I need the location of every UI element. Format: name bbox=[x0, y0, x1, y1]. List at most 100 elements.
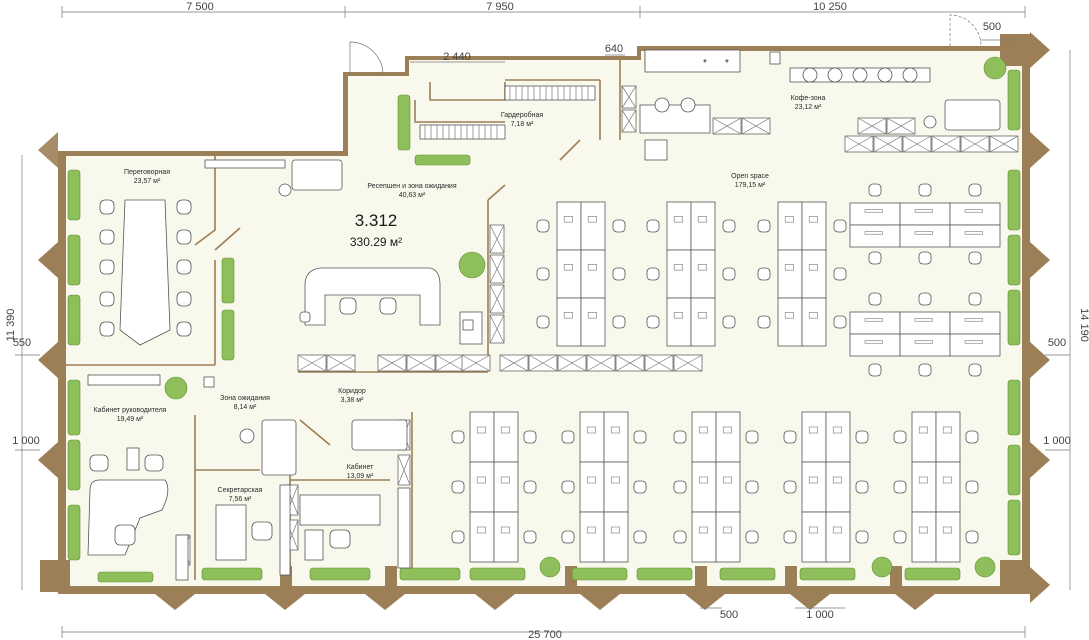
monitor bbox=[864, 318, 883, 322]
office-chair bbox=[536, 219, 550, 233]
office-chair bbox=[745, 480, 759, 494]
desk bbox=[579, 411, 605, 463]
dim-top-3: 10 250 bbox=[813, 1, 847, 13]
office-chair bbox=[523, 430, 537, 444]
office-chair bbox=[968, 292, 982, 306]
monitor bbox=[476, 476, 486, 484]
monitor bbox=[964, 209, 983, 213]
monitor bbox=[914, 340, 933, 344]
monitor bbox=[610, 426, 620, 434]
desk bbox=[849, 202, 901, 226]
office-chair bbox=[833, 219, 847, 233]
open-space-name: Open space bbox=[731, 173, 769, 180]
office-chair bbox=[968, 183, 982, 197]
desk bbox=[469, 461, 495, 513]
desk bbox=[801, 249, 827, 299]
office-chair bbox=[633, 480, 647, 494]
desk bbox=[777, 297, 803, 347]
office-chair bbox=[868, 292, 882, 306]
cabinet-cross bbox=[397, 454, 411, 486]
desk bbox=[899, 311, 951, 335]
cabinet-cross bbox=[297, 354, 327, 372]
cabinet-cross bbox=[621, 109, 637, 133]
desk bbox=[603, 511, 629, 563]
cabinet-cross bbox=[857, 117, 887, 135]
monitor bbox=[587, 312, 597, 319]
monitor bbox=[942, 476, 952, 484]
desk bbox=[777, 249, 803, 299]
cabinet-cross bbox=[931, 135, 961, 153]
monitor bbox=[586, 476, 596, 484]
desk bbox=[580, 297, 606, 347]
desk bbox=[690, 297, 716, 347]
secretary-name: Секретарская bbox=[218, 487, 263, 494]
monitor bbox=[918, 526, 928, 534]
monitor bbox=[673, 264, 683, 271]
cabinet-cross bbox=[902, 135, 932, 153]
cabinet-cross bbox=[489, 314, 505, 344]
desk bbox=[469, 511, 495, 563]
desk bbox=[899, 224, 951, 248]
office-chair bbox=[673, 430, 687, 444]
office-chair bbox=[451, 480, 465, 494]
desk bbox=[935, 461, 961, 513]
office-chair bbox=[918, 183, 932, 197]
office-chair bbox=[783, 430, 797, 444]
monitor bbox=[784, 264, 794, 271]
monitor bbox=[586, 426, 596, 434]
office-chair bbox=[745, 530, 759, 544]
desk bbox=[899, 202, 951, 226]
desk bbox=[691, 411, 717, 463]
monitor bbox=[610, 526, 620, 534]
desk bbox=[691, 461, 717, 513]
exterior-walls bbox=[40, 34, 1030, 594]
office-chair bbox=[868, 183, 882, 197]
monitor bbox=[587, 264, 597, 271]
office-chair bbox=[451, 430, 465, 444]
desk bbox=[603, 461, 629, 513]
cabinet-cross bbox=[712, 117, 742, 135]
desk bbox=[715, 461, 741, 513]
desk bbox=[801, 461, 827, 513]
monitor bbox=[563, 312, 573, 319]
cabinet-cross bbox=[528, 354, 558, 372]
desk bbox=[949, 202, 1001, 226]
open-space-desks bbox=[451, 183, 1001, 563]
dim-right-pier: 1 000 bbox=[1043, 435, 1071, 447]
cabinet-cross bbox=[586, 354, 616, 372]
monitor bbox=[500, 426, 510, 434]
office-chair bbox=[968, 251, 982, 265]
office-chair bbox=[965, 480, 979, 494]
desk bbox=[579, 461, 605, 513]
cabinet-area: 13,09 м² bbox=[347, 473, 374, 480]
dim-bottom-total: 25 700 bbox=[528, 629, 562, 640]
desk bbox=[949, 311, 1001, 335]
waiting-zone-area: 8,14 м² bbox=[234, 404, 257, 411]
office-chair bbox=[918, 292, 932, 306]
office-chair bbox=[855, 530, 869, 544]
monitor bbox=[698, 476, 708, 484]
office-chair bbox=[745, 430, 759, 444]
monitor bbox=[673, 216, 683, 223]
office-chair bbox=[893, 530, 907, 544]
dim-bottom-1: 500 bbox=[720, 609, 738, 621]
office-chair bbox=[965, 530, 979, 544]
office-chair bbox=[868, 363, 882, 377]
monitor bbox=[808, 216, 818, 223]
desk bbox=[849, 224, 901, 248]
monitor bbox=[476, 526, 486, 534]
monitor bbox=[722, 476, 732, 484]
monitor bbox=[808, 312, 818, 319]
monitor bbox=[832, 526, 842, 534]
coffee-zone-name: Кофе-зона bbox=[791, 95, 826, 102]
cabinet-cross bbox=[844, 135, 874, 153]
monitor bbox=[832, 476, 842, 484]
desk bbox=[825, 411, 851, 463]
monitor bbox=[610, 476, 620, 484]
coffee-zone-furniture: * * bbox=[639, 49, 1001, 161]
monitor bbox=[563, 264, 573, 271]
cabinet-cross bbox=[557, 354, 587, 372]
svg-text:*: * bbox=[725, 58, 729, 69]
office-chair bbox=[893, 480, 907, 494]
office-chair bbox=[918, 251, 932, 265]
